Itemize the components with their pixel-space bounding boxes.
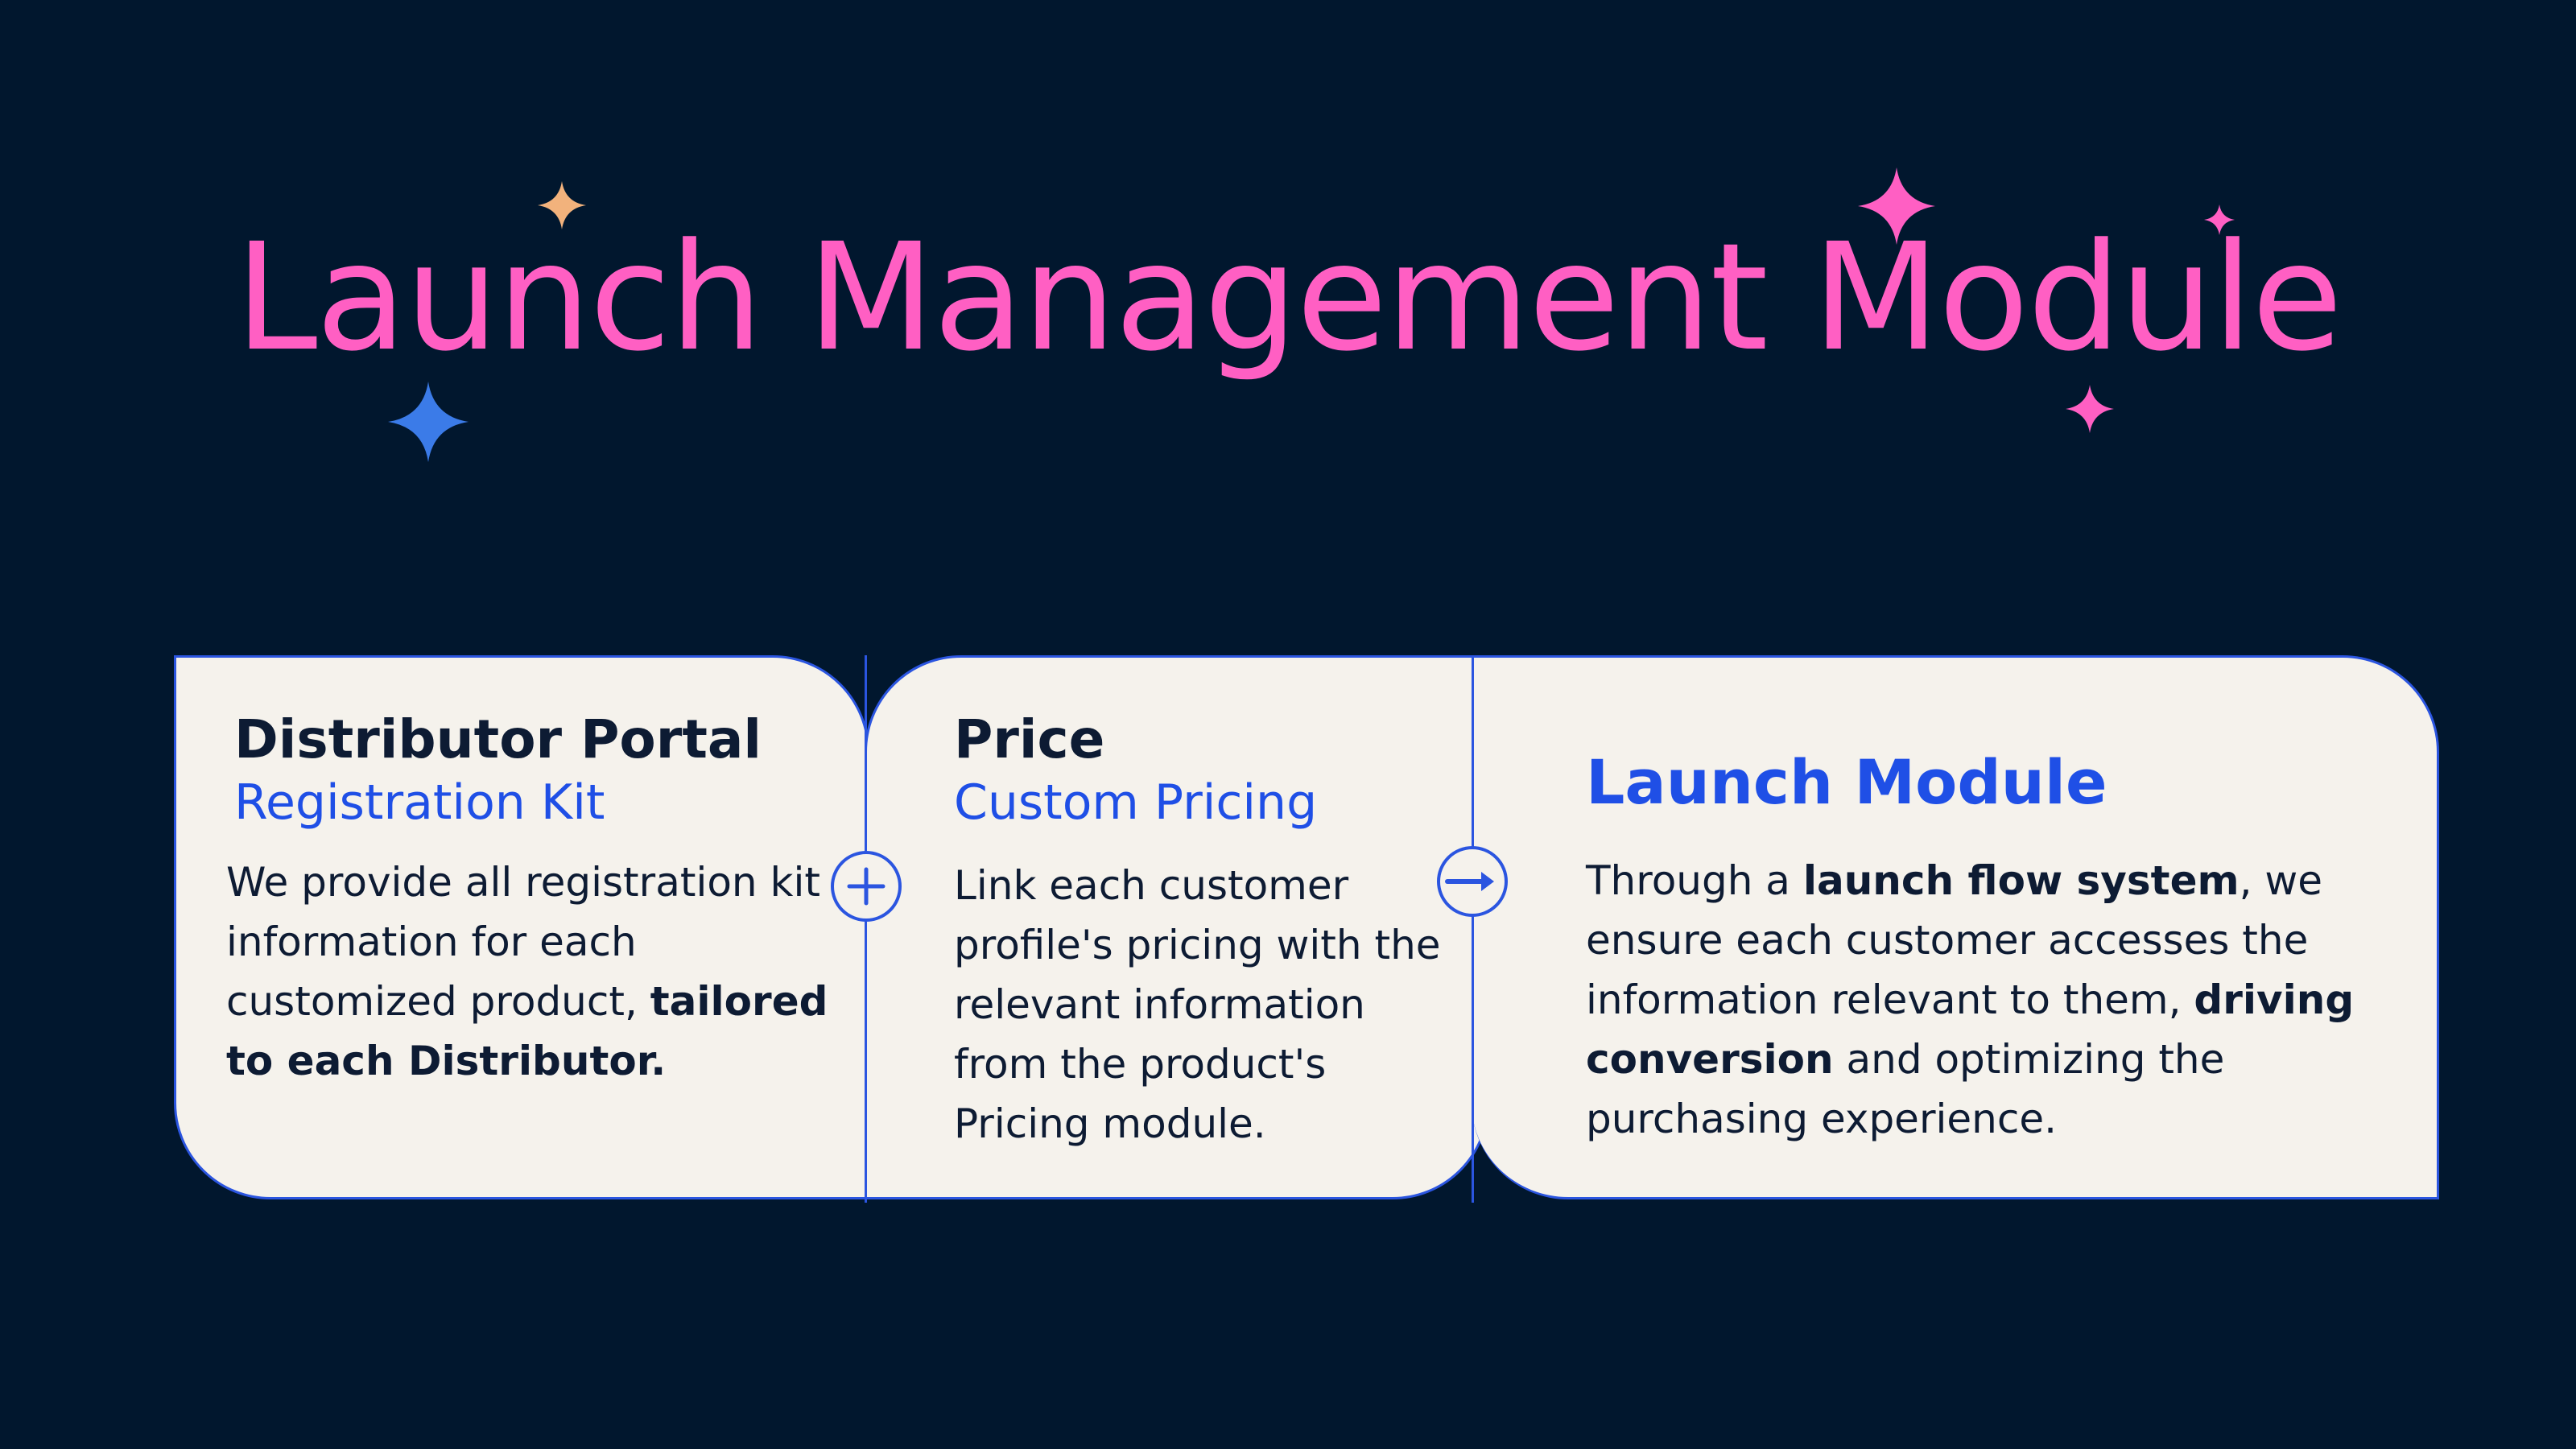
sparkle-icon xyxy=(2066,385,2114,433)
card-price: Price Custom Pricing Link each customer … xyxy=(865,655,1489,1199)
card-subtitle: Custom Pricing xyxy=(954,774,1318,831)
sparkle-icon xyxy=(1858,167,1935,245)
card-title: Distributor Portal xyxy=(234,708,762,770)
card-divider xyxy=(1472,655,1474,1203)
card-body: Through a launch flow system, we ensure … xyxy=(1586,857,2355,1142)
card-distributor-portal: Distributor Portal Registration Kit We p… xyxy=(174,655,869,1199)
card-title: Price xyxy=(954,708,1105,770)
arrow-right-icon xyxy=(1437,846,1508,917)
sparkle-icon xyxy=(2204,204,2235,235)
card-body: Link each customer profile's pricing wit… xyxy=(954,862,1441,1147)
sparkle-icon xyxy=(388,382,469,462)
card-body: We provide all registration kit informat… xyxy=(226,859,828,1084)
feature-cards: Distributor Portal Registration Kit We p… xyxy=(174,655,2439,1203)
sparkle-icon xyxy=(538,181,586,229)
card-title: Launch Module xyxy=(1586,746,2107,818)
card-launch-module: Launch Module Through a launch flow syst… xyxy=(1472,655,2439,1199)
card-subtitle: Registration Kit xyxy=(234,774,605,831)
page-title: Launch Management Module xyxy=(234,212,2343,384)
plus-icon xyxy=(831,851,902,922)
card-divider xyxy=(865,655,867,1203)
